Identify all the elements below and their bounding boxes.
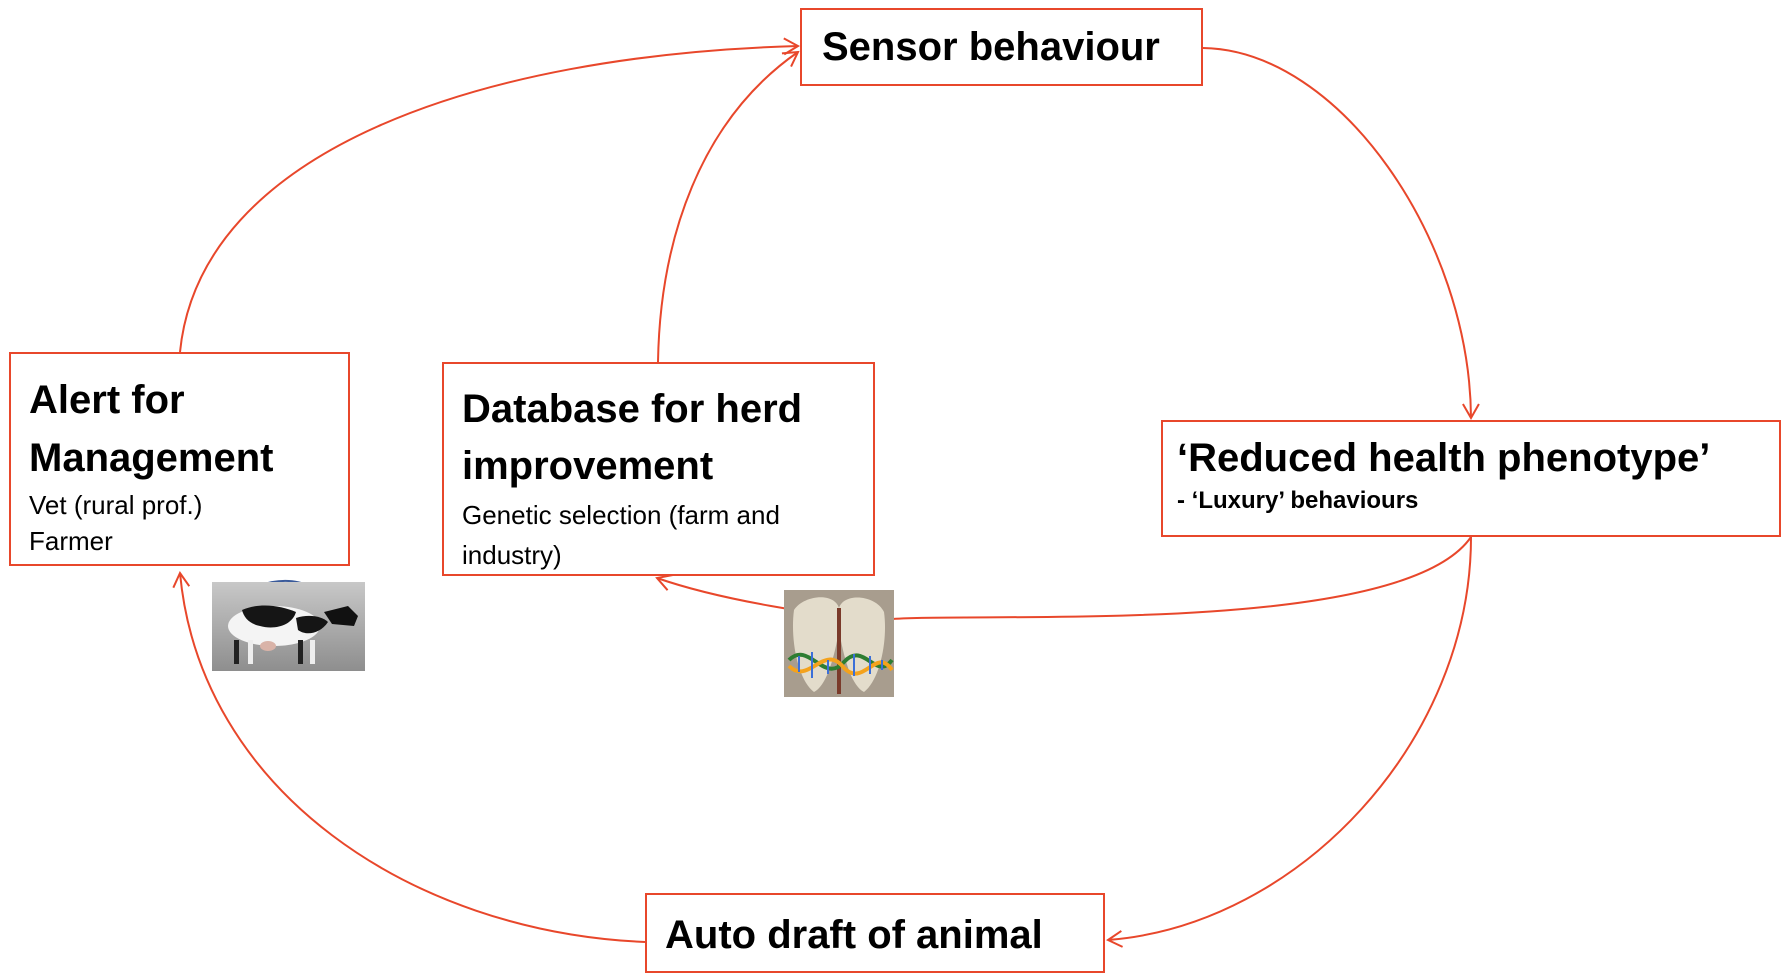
arrow-reduced-to-draft — [1105, 536, 1472, 948]
database-title-line2: improvement — [462, 444, 714, 488]
hoof-dna-photo — [784, 590, 894, 697]
reduced-health-title: ‘Reduced health phenotype’ — [1177, 436, 1711, 480]
database-box: Database for herd improvement Genetic se… — [442, 362, 875, 576]
sensor-behaviour-box: Sensor behaviour — [800, 8, 1203, 86]
auto-draft-title: Auto draft of animal — [665, 913, 1043, 957]
reduced-health-box: ‘Reduced health phenotype’ - ‘Luxury’ be… — [1161, 420, 1781, 537]
alert-sub-line2: Farmer — [29, 526, 113, 556]
database-title-line1: Database for herd — [462, 387, 803, 431]
arrow-draft-to-alert — [172, 570, 646, 943]
database-sub-line2: industry) — [462, 540, 562, 570]
alert-sub-line1: Vet (rural prof.) — [29, 490, 203, 520]
arrow-alert-to-sensor — [179, 37, 801, 353]
arrow-sensor-to-reduced — [1202, 47, 1480, 421]
luxury-behaviours-label: - ‘Luxury’ behaviours — [1177, 487, 1419, 514]
cow-photo — [212, 582, 365, 671]
arrow-database-to-sensor — [657, 50, 800, 363]
database-sub-line1: Genetic selection (farm and — [462, 500, 780, 530]
sensor-behaviour-title: Sensor behaviour — [822, 25, 1160, 69]
alert-management-box: Alert for Management Vet (rural prof.) F… — [9, 352, 350, 566]
arrow-reduced-to-database — [655, 536, 1472, 622]
alert-title-line1: Alert for — [29, 378, 185, 422]
auto-draft-box: Auto draft of animal — [645, 893, 1105, 973]
alert-title-line2: Management — [29, 436, 274, 480]
